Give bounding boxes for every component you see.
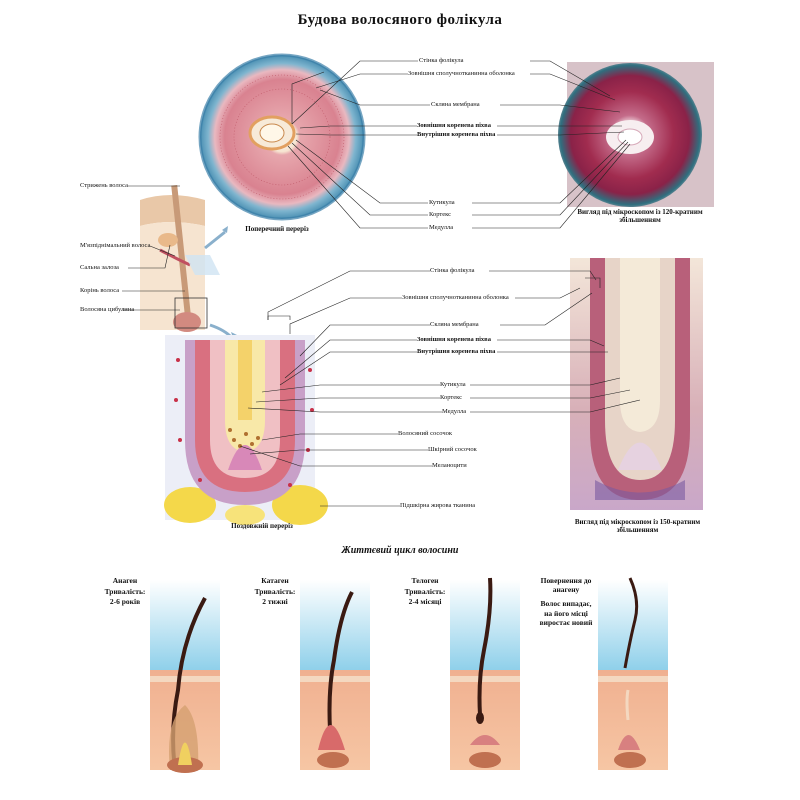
long-label-medulla: Медулла: [442, 408, 467, 415]
cross-micro-caption: Вигляд під мікроскопом із 120-кратним зб…: [577, 208, 703, 224]
stage-2-duration-label: Тривалість:: [404, 587, 446, 596]
stage-3-name: Повернення до анагену: [540, 576, 592, 594]
skin-block-illustration: [140, 185, 237, 340]
stage-2-duration: 2-4 місяці: [408, 597, 442, 606]
skin-label-root: Корінь волоса: [80, 287, 120, 294]
skin-label-muscle: М'язпіднімальний волоса: [80, 242, 151, 249]
long-label-dermal-papilla: Шкірний сосочок: [428, 446, 477, 453]
cross-section-leaders: [287, 60, 631, 229]
stage-3-duration-label: Волос випадає,: [540, 599, 592, 608]
skin-label-bulb: Волосяна цибулина: [80, 306, 135, 313]
longitudinal-leaders: [239, 270, 641, 507]
stage-1-name: Катаген: [261, 576, 289, 585]
cross-label-cuticle: Кутикула: [429, 199, 455, 206]
stage-0-duration: 2-6 років: [109, 597, 141, 606]
stage-3-duration: на його місці виростає новий: [539, 609, 593, 627]
skin-label-shaft: Стрижень волоса: [80, 182, 128, 189]
long-label-fat: Підшкірна жирова тканина: [400, 502, 476, 509]
cross-label-medulla: Медулла: [429, 224, 454, 231]
longitudinal-micrograph: [570, 258, 703, 510]
long-label-irs: Внутрішня коренева піхва: [417, 348, 496, 355]
long-label-papilla: Волосяний сосочок: [398, 430, 453, 437]
cross-label-irs: Внутрішня коренева піхва: [417, 131, 496, 138]
long-caption: Поздовжній переріз: [231, 522, 293, 530]
long-micro-caption: Вигляд під мікроскопом із 150-кратним зб…: [574, 518, 701, 534]
cycle-title: Життєвий цикл волосини: [341, 545, 459, 556]
cross-label-ors: Зовнішня коренева піхва: [417, 122, 491, 129]
cross-label-wall: Стінка фолікула: [419, 57, 464, 64]
long-label-melanocytes: Меланоцити: [432, 462, 467, 469]
stage-0-duration-label: Тривалість:: [104, 587, 146, 596]
long-label-outer-sheath: Зовнішня сполучнотканинна оболонка: [402, 294, 509, 301]
cross-section-illustration: [198, 53, 366, 221]
cross-caption: Поперечний переріз: [245, 225, 309, 233]
long-label-wall: Стінка фолікула: [430, 267, 475, 274]
cycle-panel-2: [450, 577, 520, 770]
cycle-panel-1: [300, 580, 370, 770]
stage-1-duration-label: Тривалість:: [254, 587, 296, 596]
cycle-panel-0: [150, 580, 220, 773]
long-label-glassy: Скляна мембрана: [430, 321, 479, 328]
skin-label-gland: Сальна залоза: [80, 264, 119, 271]
longitudinal-illustration: [164, 335, 328, 525]
stage-2-name: Телоген: [411, 576, 439, 585]
stage-1-duration: 2 тижні: [262, 597, 288, 606]
cross-section-micrograph: [558, 62, 714, 207]
long-label-ors: Зовнішня коренева піхва: [417, 336, 491, 343]
long-label-cuticle: Кутикула: [440, 381, 466, 388]
skin-leaders: [122, 185, 185, 311]
cross-label-outer-sheath: Зовнішня сполучнотканинна оболонка: [408, 70, 515, 77]
cross-label-glassy: Скляна мембрана: [431, 101, 480, 108]
long-label-cortex: Кортекс: [440, 394, 463, 401]
page-title: Будова волосяного фолікула: [297, 12, 503, 28]
cross-label-cortex: Кортекс: [429, 211, 452, 218]
cycle-panel-3: [598, 577, 668, 770]
stage-0-name: Анаген: [112, 576, 138, 585]
